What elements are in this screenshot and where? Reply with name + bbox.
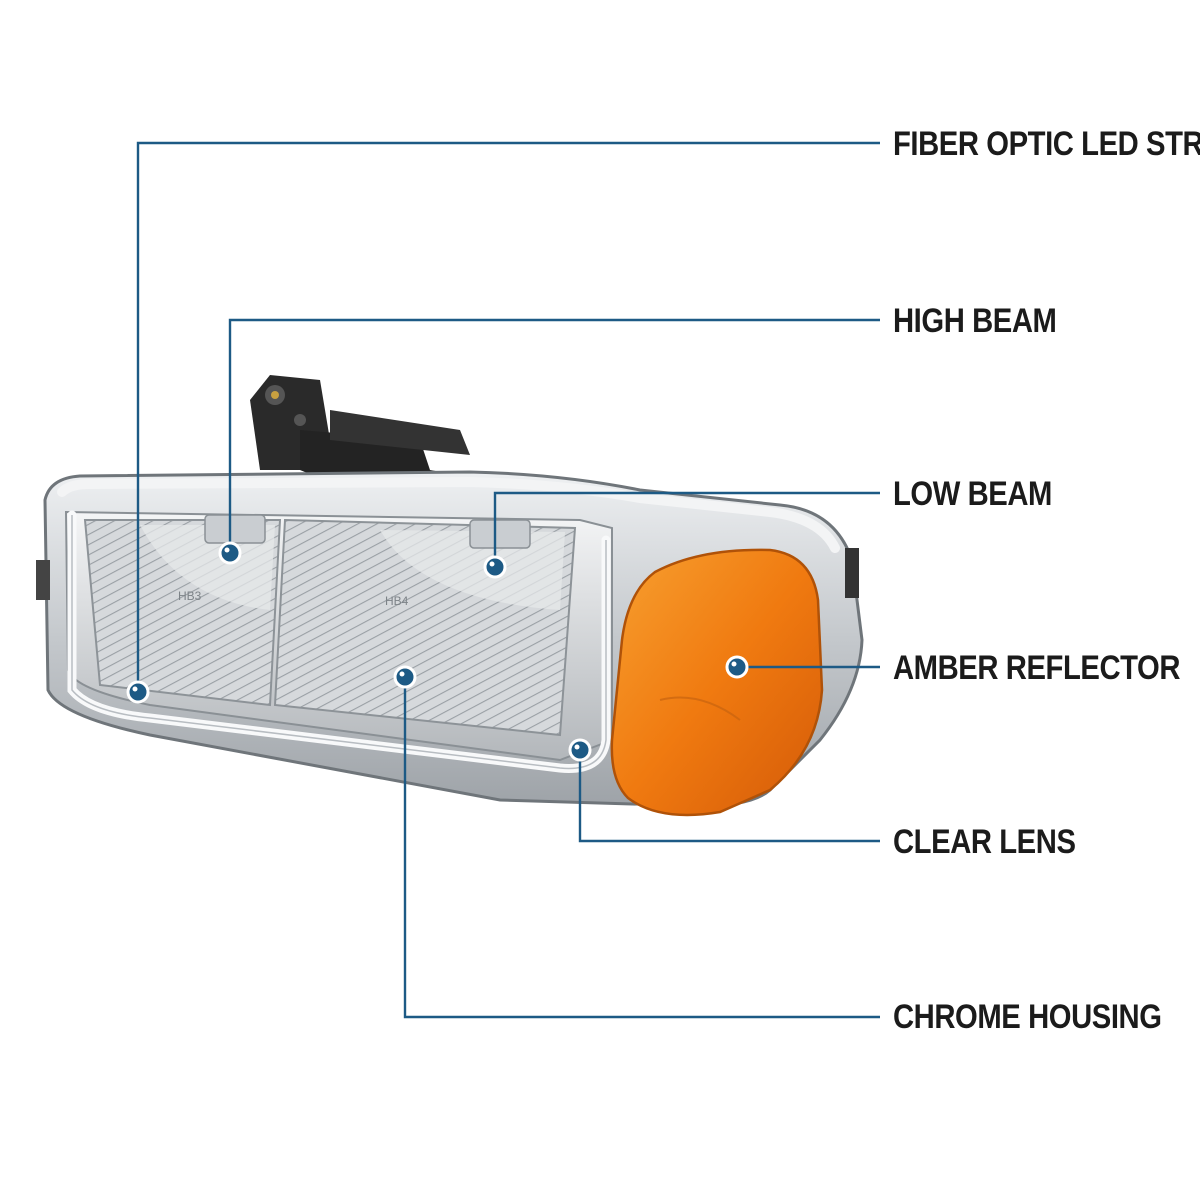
callout-dot-fiber-optic-led-strip <box>126 680 150 704</box>
callout-dot-low-beam <box>483 555 507 579</box>
callout-line-clear-lens <box>578 750 880 843</box>
callout-dot-highlight-amber-reflector <box>731 661 737 667</box>
callout-dot-clear-lens <box>568 738 592 762</box>
amber-reflector-shape <box>610 548 824 817</box>
callout-line-chrome-housing <box>403 677 880 1019</box>
callout-line-fiber-optic-led-strip <box>136 141 880 692</box>
callout-line-low-beam <box>493 491 880 567</box>
low-beam-marking: HB4 <box>385 594 409 608</box>
callout-dot-highlight-clear-lens <box>574 744 580 750</box>
label-high-beam: HIGH BEAM <box>893 302 1057 340</box>
label-low-beam: LOW BEAM <box>893 475 1052 513</box>
callout-dots <box>126 541 749 762</box>
high-beam-marking: HB3 <box>178 589 202 603</box>
label-amber-reflector: AMBER REFLECTOR <box>893 649 1181 687</box>
callout-dot-amber-reflector <box>725 655 749 679</box>
label-fiber-optic-led-strip: FIBER OPTIC LED STRIP <box>893 125 1200 163</box>
callout-dot-highlight-high-beam <box>224 547 230 553</box>
callout-lines <box>136 141 880 1019</box>
label-clear-lens: CLEAR LENS <box>893 823 1076 861</box>
callout-dot-chrome-housing <box>393 665 417 689</box>
label-chrome-housing: CHROME HOUSING <box>893 998 1162 1036</box>
callout-dot-highlight-low-beam <box>489 561 495 567</box>
callout-dot-highlight-fiber-optic-led-strip <box>132 686 138 692</box>
callout-dot-high-beam <box>218 541 242 565</box>
side-clip <box>36 560 50 600</box>
top-lip <box>57 476 840 553</box>
callout-line-high-beam <box>228 318 880 553</box>
callout-dot-highlight-chrome-housing <box>399 671 405 677</box>
